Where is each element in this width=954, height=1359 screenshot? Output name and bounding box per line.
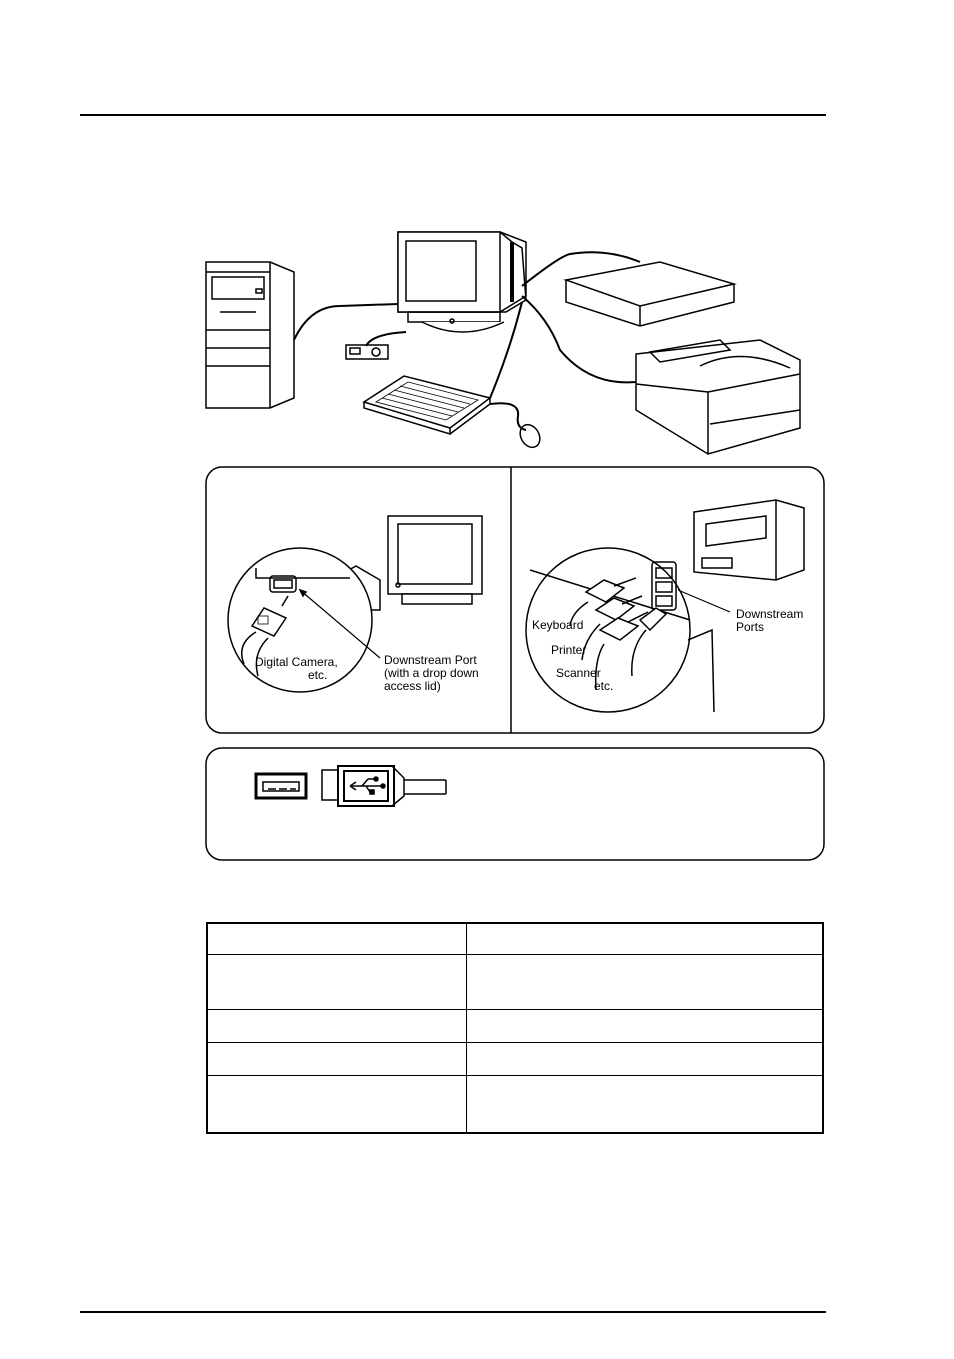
printer-icon	[635, 339, 801, 455]
table-cell	[466, 1074, 824, 1134]
downstream-ports-label: Downstream	[736, 607, 803, 621]
usb-hub-device-icon	[345, 344, 389, 360]
mouse-icon	[519, 423, 541, 449]
downstream-port-detail-label-2: access lid)	[384, 679, 441, 693]
keyboard-label: Keyboard	[532, 618, 583, 632]
table-cell	[206, 922, 467, 955]
zoom-circle-left	[227, 547, 381, 693]
usb-port-icon	[254, 772, 308, 800]
footer-rule	[80, 1311, 826, 1313]
table-cell	[206, 953, 467, 1010]
usb-spec-table	[206, 922, 824, 1134]
table-cell	[466, 922, 824, 955]
table-row	[206, 1074, 824, 1134]
table-cell	[206, 1074, 467, 1134]
table-cell	[466, 1008, 824, 1043]
scanner-icon	[563, 261, 737, 327]
table-cell	[466, 1041, 824, 1076]
digital-camera-label: Digital Camera,	[255, 655, 338, 669]
table-row	[206, 922, 824, 955]
header-rule	[80, 114, 826, 116]
table-cell	[206, 1008, 467, 1043]
table-row	[206, 1008, 824, 1043]
scanner-label: Scanner	[556, 666, 601, 680]
usb-trident-icon	[349, 776, 386, 795]
keyboard-icon	[362, 375, 492, 436]
table-cell	[206, 1041, 467, 1076]
table-cell	[466, 953, 824, 1010]
monitor-icon	[397, 231, 527, 333]
usb-plug-icon	[321, 765, 447, 807]
digital-camera-etc-label: etc.	[308, 668, 327, 682]
downstream-ports-panel: Digital Camera, etc. Downstream Port (wi…	[205, 466, 825, 734]
usb-connector-panel	[205, 747, 825, 861]
etc-label: etc.	[594, 679, 613, 693]
downstream-ports-label-2: Ports	[736, 620, 764, 634]
printer-label: Printer	[551, 643, 586, 657]
usb-system-illustration	[205, 231, 801, 455]
cables	[293, 251, 641, 431]
table-row	[206, 1041, 824, 1076]
zoom-circle-right	[525, 547, 731, 713]
pc-tower-icon	[205, 261, 295, 409]
downstream-port-label: Downstream Port	[384, 653, 477, 667]
downstream-port-detail-label: (with a drop down	[384, 666, 479, 680]
table-row	[206, 953, 824, 1010]
rear-monitor-icon	[693, 499, 805, 581]
